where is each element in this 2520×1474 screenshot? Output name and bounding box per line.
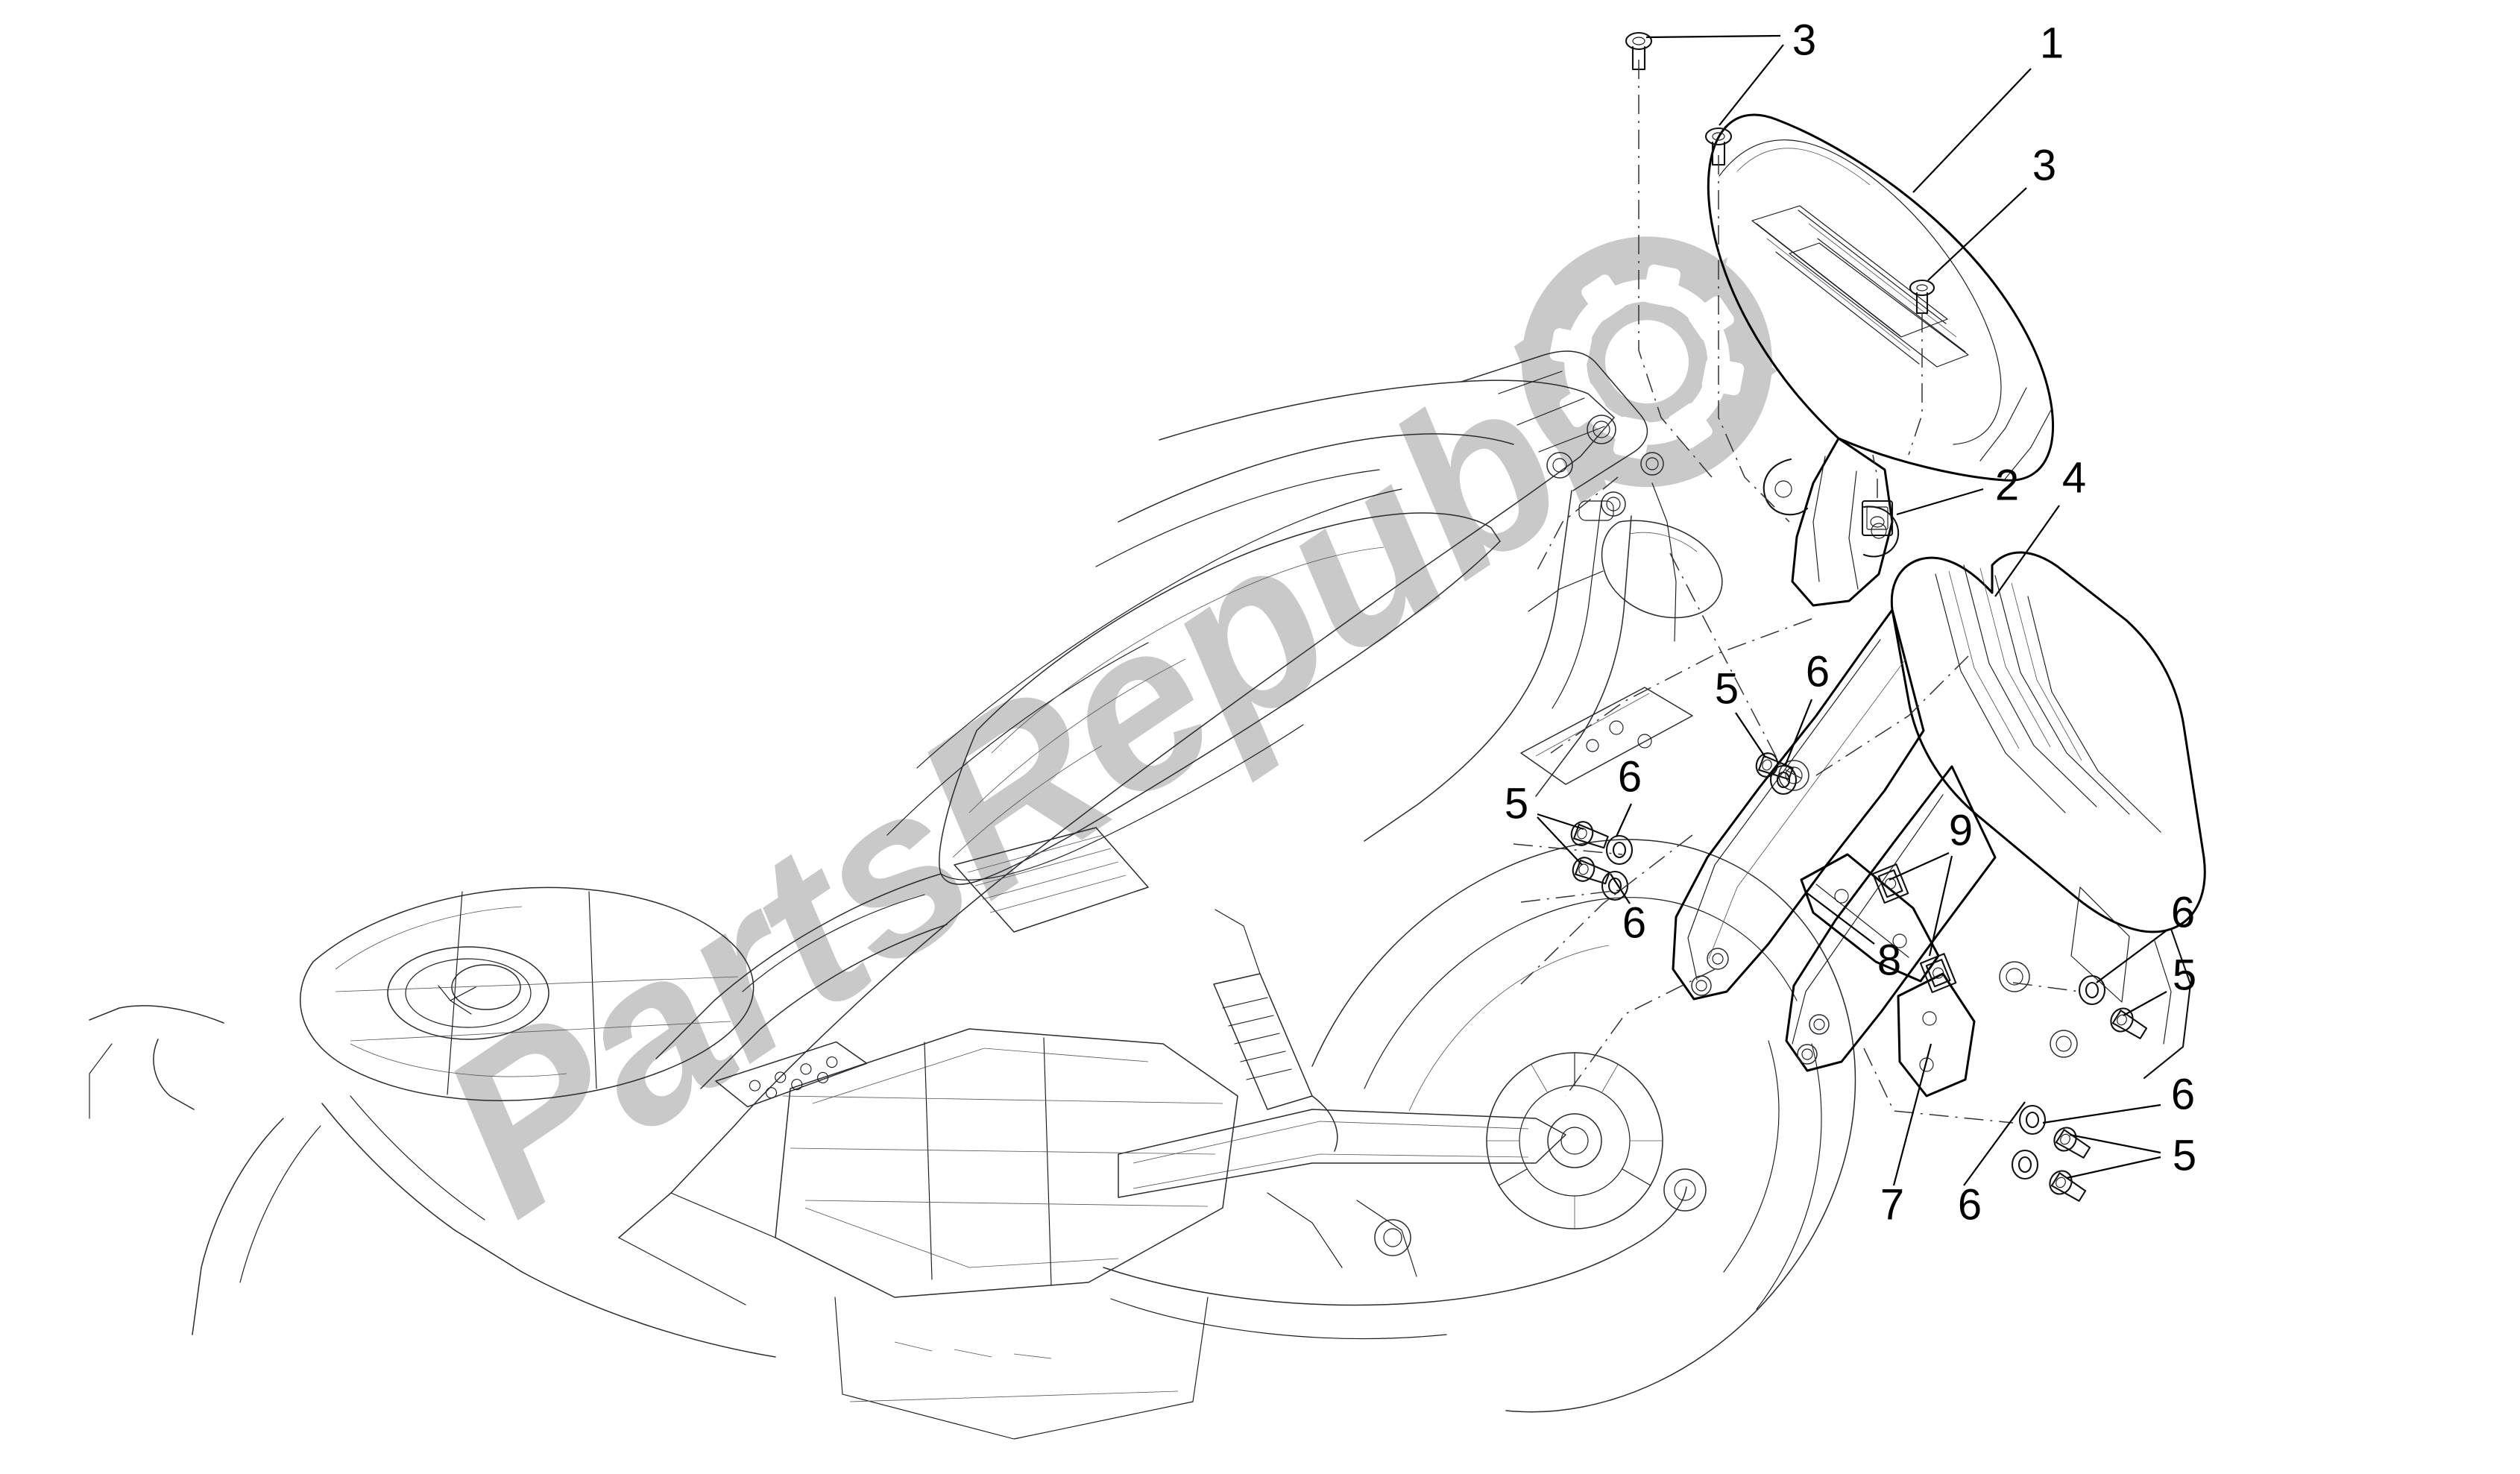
leader-lines xyxy=(1537,34,2167,1186)
callout-5-right-upper: 5 xyxy=(2173,951,2196,999)
callout-5-upper-mid: 5 xyxy=(1715,664,1739,713)
callout-6-right-lower: 6 xyxy=(2171,1070,2195,1118)
callout-3-top-left: 3 xyxy=(1792,16,1816,64)
callout-8: 8 xyxy=(1877,936,1901,984)
callout-4: 4 xyxy=(2062,453,2086,502)
callout-6-right-upper: 6 xyxy=(2171,888,2195,936)
part-1-rear-mudguard xyxy=(1707,113,2054,607)
part-3-screws xyxy=(1625,31,1935,523)
gear-icon xyxy=(1521,236,1772,488)
part-9-spring-clips xyxy=(1871,863,1957,993)
part-8-right-bracket xyxy=(1800,853,1940,983)
callout-9: 9 xyxy=(1949,806,1973,854)
callout-1: 1 xyxy=(2040,19,2064,67)
callout-6-upper-mid: 6 xyxy=(1806,647,1830,696)
callout-2: 2 xyxy=(1995,461,2019,509)
callout-6-mid-low: 6 xyxy=(1622,898,1646,947)
part-4-license-plate-holder xyxy=(1672,551,2206,1080)
callout-3-right: 3 xyxy=(2032,141,2056,189)
callout-6-mid: 6 xyxy=(1618,752,1642,801)
motorcycle-illustration xyxy=(89,350,1856,1440)
callout-7: 7 xyxy=(1880,1180,1904,1229)
part-5-bolts-and-part-6-washers xyxy=(1570,752,2148,1202)
callout-5-mid-left: 5 xyxy=(1505,779,1528,828)
part-2-clip-nut xyxy=(1861,454,1894,537)
callout-6-bottom: 6 xyxy=(1958,1180,1982,1229)
callout-5-right-lower: 5 xyxy=(2173,1131,2196,1179)
assembly-centerlines xyxy=(1513,476,2081,1124)
